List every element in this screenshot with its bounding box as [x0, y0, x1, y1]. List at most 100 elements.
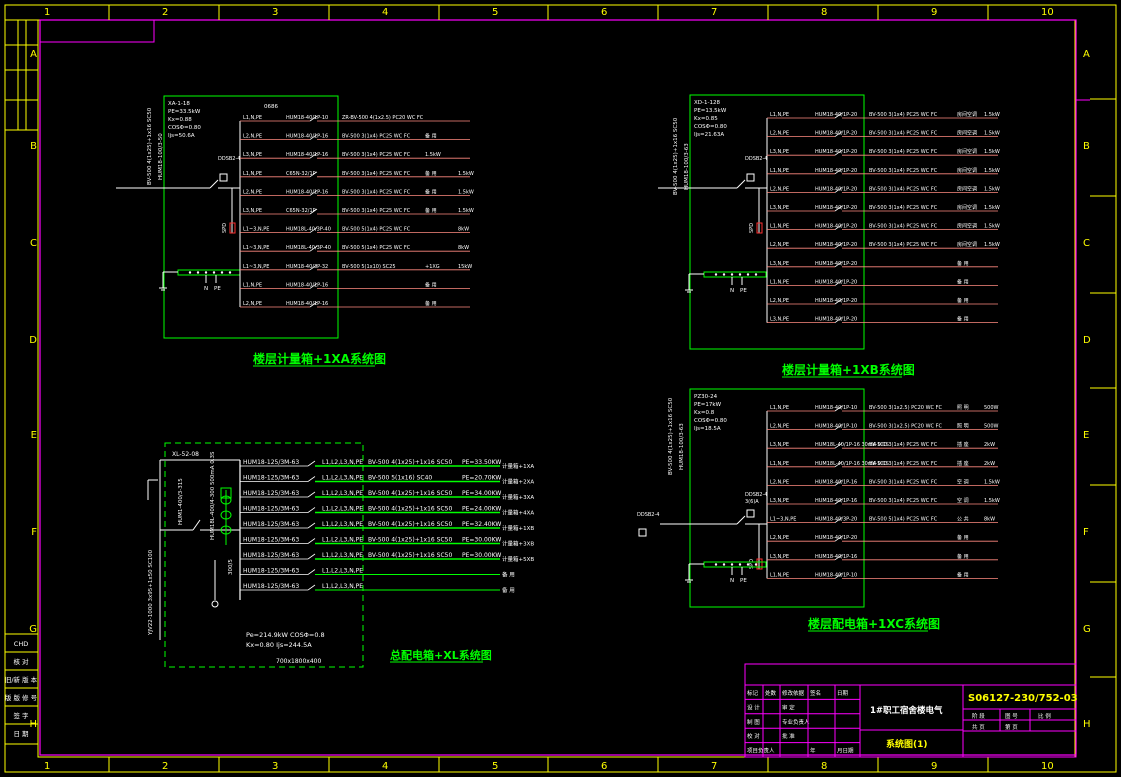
feeder-load: 1.5kW: [984, 112, 1000, 118]
feeder-breaker: HUM18-40/1P-16: [286, 189, 328, 195]
grid-row-label-left: A: [30, 49, 37, 60]
xl-feeder-switch: [307, 553, 316, 560]
feeder-switch: [309, 171, 318, 178]
feeder-switch: [834, 205, 843, 212]
feeder-cable: BV-500 3(1x4) PC25 WC FC: [869, 442, 938, 448]
xl-switch: HUM18L-400/4-300 500mA 0.3S: [210, 451, 216, 540]
panel-main-switch: [209, 179, 219, 189]
spd-label: SPD: [749, 223, 755, 233]
xl-aux-meter-icon: [211, 600, 219, 608]
feeder-use: 备 用: [425, 188, 437, 195]
feeder-phase: L1,N,PE: [770, 461, 789, 467]
tb-role-cell: 日期: [837, 690, 849, 697]
grid-col-label-top: 4: [382, 7, 388, 18]
feeder-phase: L1~3,N,PE: [243, 227, 269, 233]
feeder-switch: [309, 208, 318, 215]
tb-role-cell: 审 定: [782, 703, 795, 711]
left-strip-label: 签 字: [13, 711, 29, 720]
tb-meta: 阶 段: [972, 712, 985, 720]
panel-main-breaker: HUM18-100/3-50: [158, 133, 164, 180]
meter-icon: [746, 509, 755, 518]
feeder-switch: [834, 224, 843, 230]
grid-col-label-top: 8: [821, 7, 827, 18]
bus-terminal: [212, 271, 216, 274]
feeder-cable: BV-500 3(1x4) PC25 WC FC: [869, 186, 938, 192]
bus-terminal: [714, 563, 718, 566]
feeder-use: +1XG: [425, 264, 440, 270]
feeder-phase: L3,N,PE: [770, 498, 789, 504]
feeder-cable: BV-500 3(1x4) PC25 WC FC: [342, 208, 411, 214]
feeder-phase: L3,N,PE: [770, 554, 789, 560]
feeder-switch: [309, 190, 318, 196]
n-label: N: [730, 288, 734, 294]
xl-feeder-load: PE=30.00KW: [462, 552, 501, 559]
grid-row-label-right: B: [1083, 141, 1090, 152]
panel-header-text: XA-1-18: [168, 101, 190, 107]
grid-row-label-right: C: [1083, 238, 1090, 249]
feeder-switch: [309, 245, 318, 252]
feeder-cable: BV-500 3(1x4) PC25 WC FC: [869, 242, 938, 248]
feeder-switch: [834, 442, 843, 449]
panel-header-text: PZ30-24: [694, 394, 718, 400]
feeder-phase: L2,N,PE: [770, 424, 789, 430]
feeder-use: 房间空调: [957, 223, 977, 230]
feeder-switch: [834, 554, 843, 561]
grid-col-label-bottom: 5: [492, 761, 498, 772]
panel-box: [163, 95, 339, 339]
feeder-switch: [834, 168, 843, 175]
feeder-switch: [834, 317, 843, 323]
xl-feeder-switch: [307, 507, 316, 513]
feeder-use: 备 用: [957, 316, 969, 323]
xl-feeder-destination: 计量箱+1XB: [502, 524, 534, 532]
tb-role-cell: 年: [810, 747, 816, 755]
feeder-cable: BV-500 3(1x4) PC25 WC FC: [869, 461, 938, 467]
tb-role-cell: 月日期: [837, 748, 854, 755]
feeder-load: 1.5kW: [984, 224, 1000, 230]
bus-terminal: [730, 273, 734, 276]
feeder-cable: BV-500 5(1x10) SC25: [342, 264, 396, 270]
feeder-load: 1.5kW: [984, 131, 1000, 137]
feeder-breaker: HUM18-40/1P-20: [815, 149, 857, 155]
feeder-load: 1.5kW: [458, 208, 474, 214]
tb-drawing-name: 系统图(1): [886, 738, 928, 750]
bus-terminal: [746, 273, 750, 276]
feeder-switch: [309, 301, 318, 308]
tb-role-cell: 标记: [747, 689, 759, 697]
feeder-phase: L3,N,PE: [770, 261, 789, 267]
feeder-phase: L2,N,PE: [243, 189, 262, 195]
feeder-cable: BV-500 3(1x4) PC25 WC FC: [869, 112, 938, 118]
tb-meta: 图 号: [1005, 712, 1018, 720]
feeder-phase: L2,N,PE: [770, 186, 789, 192]
tb-role-cell: 处数: [765, 689, 777, 697]
left-strip-label: 核 对: [13, 657, 29, 666]
feeder-cable: BV-500 5(1x4) PC25 WC FC: [342, 227, 411, 233]
feeder-breaker: C65N-32/1P: [286, 171, 316, 177]
xl-feeder-cable: BV-500 4(1x25)+1x16 SC50: [368, 490, 452, 497]
xl-feeder-load: PE=33.50KW: [462, 459, 501, 466]
feeder-breaker: HUM18-40/1P-10: [815, 424, 857, 430]
tb-meta: 比 例: [1038, 712, 1051, 720]
feeder-use: 备 用: [957, 260, 969, 267]
feeder-load: 1.5kW: [984, 498, 1000, 504]
xl-main-breaker: HUM1-400/3-315: [178, 478, 184, 525]
feeder-load: 1.5kW: [984, 479, 1000, 485]
xl-feeder-phase: L1,L2,L3,N,PE: [322, 521, 363, 528]
bus-terminal: [738, 273, 742, 276]
grid-col-label-bottom: 8: [821, 761, 827, 772]
grid-col-label-bottom: 7: [711, 761, 717, 772]
feeder-cable: BV-500 5(1x4) PC25 WC FC: [342, 245, 411, 251]
grid-col-label-top: 1: [44, 7, 50, 18]
feeder-switch: [834, 405, 843, 412]
grid-col-label-bottom: 9: [931, 761, 937, 772]
grid-row-label-left: C: [30, 238, 37, 249]
feeder-phase: L3,N,PE: [770, 205, 789, 211]
spd-icon: [229, 222, 236, 234]
feeder-phase: L1,N,PE: [770, 572, 789, 578]
feeder-breaker: HUM18-40/1P-20: [815, 168, 857, 174]
feeder-cable: ZR-BV-500 4(1x2.5) PC20 WC FC: [342, 115, 424, 121]
feeder-breaker: HUM18-40/1P-20: [815, 131, 857, 137]
feeder-use: 照 明: [957, 405, 969, 411]
xl-header: XL-52-08: [172, 451, 199, 458]
feeder-phase: L1,N,PE: [770, 168, 789, 174]
feeder-phase: L2,N,PE: [770, 298, 789, 304]
